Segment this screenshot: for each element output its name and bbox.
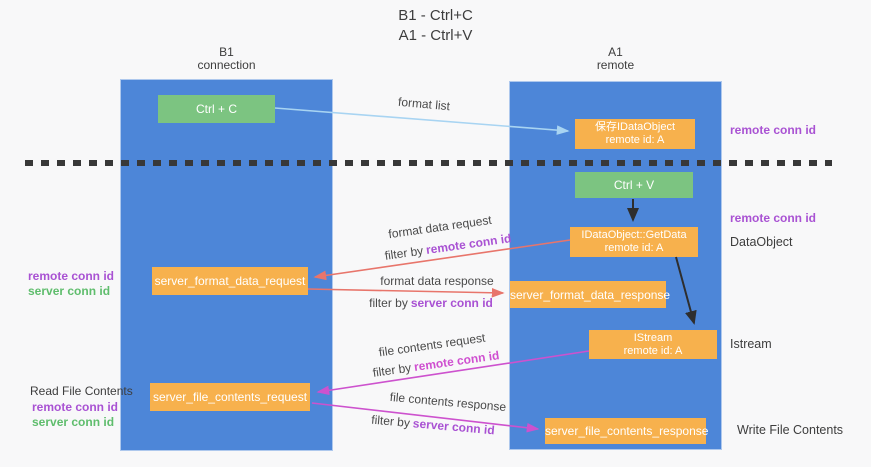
annotation-format-remote-conn-id: remote conn id — [28, 269, 115, 283]
lane-header-a1: A1 remote — [509, 46, 722, 72]
filter-prefix: filter by — [370, 412, 411, 430]
node-save-dataobject-line1: 保存IDataObject — [594, 121, 676, 133]
annotation-read-file-contents: Read File Contents — [30, 384, 133, 398]
label-format-list: format list — [397, 94, 451, 114]
annotation-remote-conn-id-top: remote conn id — [730, 123, 817, 137]
node-ctrl-c: Ctrl + C — [158, 95, 275, 123]
title-line-1: B1 - Ctrl+C — [398, 7, 473, 24]
annotation-format-server-conn-id: server conn id — [28, 284, 111, 298]
node-getdata-line1: IDataObject::GetData — [581, 229, 687, 241]
filter-id-remote-conn: remote conn id — [425, 231, 513, 258]
node-ctrl-c-label: Ctrl + C — [195, 102, 237, 116]
node-format-response-label: server_format_data_response — [510, 287, 671, 302]
node-istream: IStream remote id: A — [589, 330, 717, 359]
diagram-title: B1 - Ctrl+C A1 - Ctrl+V — [0, 6, 871, 46]
lane-b1-name: B1 — [219, 45, 234, 59]
annotation-remote-conn-id-mid: remote conn id — [730, 211, 817, 225]
annotation-file-server-conn-id: server conn id — [32, 415, 115, 429]
filter-id-server-conn: server conn id — [412, 416, 496, 438]
lane-a1-name: A1 — [608, 45, 623, 59]
node-format-request-label: server_format_data_request — [154, 274, 306, 288]
node-server-format-data-request: server_format_data_request — [152, 267, 308, 295]
node-file-response-label: server_file_contents_response — [545, 424, 709, 438]
label-file-contents-response: file contents response — [389, 389, 507, 415]
lane-header-b1: B1 connection — [120, 46, 333, 72]
annotation-istream: Istream — [730, 337, 772, 351]
label-format-data-response: format data response — [380, 274, 494, 288]
node-istream-line1: IStream — [633, 331, 673, 344]
filter-prefix: filter by — [383, 243, 425, 263]
node-idataobject-getdata: IDataObject::GetData remote id: A — [570, 227, 698, 257]
annotation-dataobject: DataObject — [730, 235, 793, 249]
lane-b1-role: connection — [197, 58, 256, 72]
title-line-2: A1 - Ctrl+V — [398, 27, 473, 44]
filter-id-server-conn: server conn id — [410, 296, 493, 310]
node-getdata-line2: remote id: A — [604, 242, 664, 254]
annotation-format-conn-ids: remote conn id server conn id — [28, 269, 114, 299]
node-ctrl-v: Ctrl + V — [575, 172, 693, 198]
annotation-file-remote-conn-id: remote conn id — [32, 400, 119, 414]
node-save-dataobject: 保存IDataObject remote id: A — [575, 119, 695, 149]
annotation-write-file-contents: Write File Contents — [737, 423, 844, 437]
node-file-request-label: server_file_contents_request — [152, 390, 308, 404]
arrow-format-data-response — [307, 287, 505, 298]
node-server-file-contents-response: server_file_contents_response — [545, 418, 709, 444]
phase-separator-dashed-line — [25, 160, 832, 166]
annotation-file-conn-ids: remote conn id server conn id — [32, 400, 118, 430]
node-istream-line2: remote id: A — [623, 344, 683, 357]
node-save-dataobject-line2: remote id: A — [605, 134, 665, 146]
node-ctrl-v-label: Ctrl + V — [613, 178, 655, 192]
filter-prefix: filter by — [371, 360, 413, 380]
lane-a1-role: remote — [596, 58, 635, 72]
node-server-file-contents-request: server_file_contents_request — [150, 383, 310, 411]
filter-prefix: filter by — [369, 296, 408, 310]
node-server-format-data-response: server_format_data_response — [510, 281, 671, 308]
